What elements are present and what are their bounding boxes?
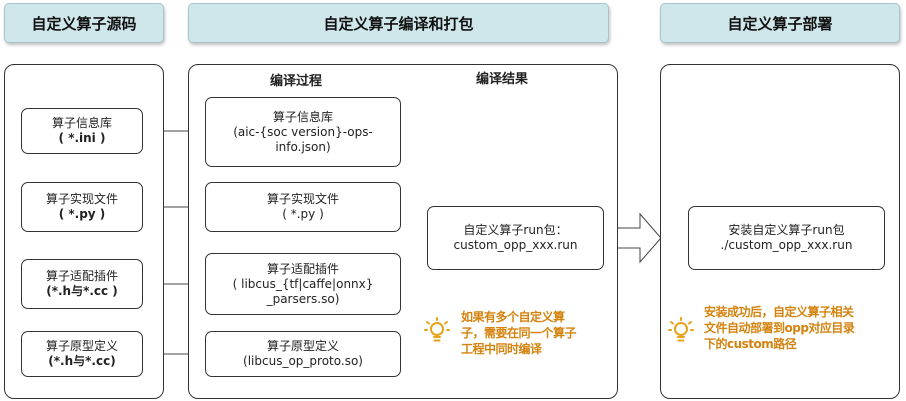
- deploy-box-label: 安装自定义算子run包: [728, 223, 845, 237]
- build-note: 如果有多个自定义算 子，需要在同一个算子 工程中同时编译: [461, 309, 611, 357]
- header-source: 自定义算子源码: [4, 3, 164, 43]
- deploy-box-install: 安装自定义算子run包 ./custom_opp_xxx.run: [688, 206, 885, 270]
- lightbulb-icon: [668, 317, 694, 342]
- header-deploy: 自定义算子部署: [660, 3, 900, 43]
- source-box-detail: (*.h与*.cc ): [46, 284, 118, 298]
- source-box-info: 算子信息库 ( *.ini ): [21, 108, 143, 154]
- build-note-line-1: 如果有多个自定义算: [461, 310, 565, 324]
- deploy-box-command: ./custom_opp_xxx.run: [720, 238, 853, 252]
- deploy-note-line-2: 文件自动部署到opp对应目录: [704, 321, 855, 335]
- source-box-label: 算子原型定义: [45, 339, 118, 353]
- process-box-proto: 算子原型定义 (libcus_op_proto.so): [205, 331, 401, 377]
- process-box-plugin: 算子适配插件 ( libcus_{tf|caffe|onnx} _parsers…: [205, 253, 401, 315]
- lightbulb-icon: [424, 317, 450, 342]
- process-box-label: 算子实现文件: [266, 192, 339, 206]
- deploy-note-line-3: 下的custom路径: [704, 337, 797, 351]
- process-box-detail-2: _parsers.so): [266, 291, 340, 306]
- header-build: 自定义算子编译和打包: [188, 3, 609, 43]
- subheader-result: 编译结果: [476, 72, 529, 87]
- process-box-detail: ( libcus_{tf|caffe|onnx}: [232, 276, 374, 291]
- source-box-label: 算子信息库: [51, 116, 112, 130]
- source-box-detail: ( *.py ): [58, 207, 106, 221]
- subheader-process: 编译过程: [270, 74, 323, 89]
- build-note-line-3: 工程中同时编译: [461, 342, 542, 356]
- process-box-label: 算子信息库: [272, 109, 333, 124]
- process-box-label: 算子原型定义: [266, 339, 339, 353]
- process-box-detail: (aic-{soc version}-ops-: [233, 124, 373, 139]
- result-box-label: 自定义算子run包：: [463, 223, 568, 237]
- source-box-label: 算子实现文件: [45, 192, 118, 206]
- source-box-label: 算子适配插件: [45, 269, 118, 283]
- result-box-run-package: 自定义算子run包： custom_opp_xxx.run: [427, 206, 604, 270]
- process-box-impl: 算子实现文件 ( *.py ): [205, 182, 401, 232]
- source-box-proto: 算子原型定义 (*.h与*.cc): [21, 331, 143, 377]
- source-box-impl: 算子实现文件 ( *.py ): [21, 182, 143, 232]
- source-box-detail: (*.h与*.cc): [48, 354, 116, 368]
- process-box-label: 算子适配插件: [266, 261, 339, 276]
- build-note-line-2: 子，需要在同一个算子: [461, 326, 577, 340]
- deploy-note-line-1: 安装成功后，自定义算子相关: [704, 305, 854, 319]
- process-box-info: 算子信息库 (aic-{soc version}-ops- info.json): [205, 97, 401, 167]
- result-box-filename: custom_opp_xxx.run: [453, 238, 578, 252]
- deploy-note: 安装成功后，自定义算子相关 文件自动部署到opp对应目录 下的custom路径: [704, 304, 898, 352]
- process-box-detail-2: info.json): [275, 139, 331, 154]
- process-box-detail: ( *.py ): [282, 207, 324, 221]
- source-box-detail: ( *.ini ): [58, 131, 106, 145]
- source-box-plugin: 算子适配插件 (*.h与*.cc ): [21, 259, 143, 309]
- process-box-detail: (libcus_op_proto.so): [243, 354, 363, 368]
